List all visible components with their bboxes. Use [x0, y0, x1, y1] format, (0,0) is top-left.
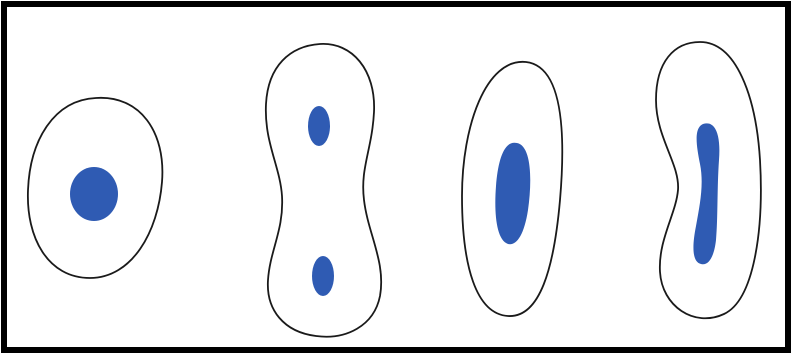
- cell-2-nucleus-top: [308, 106, 330, 146]
- cell-2-nucleus-bottom: [312, 256, 334, 296]
- cell-1-nucleus: [70, 167, 118, 221]
- cell-2: [266, 44, 381, 337]
